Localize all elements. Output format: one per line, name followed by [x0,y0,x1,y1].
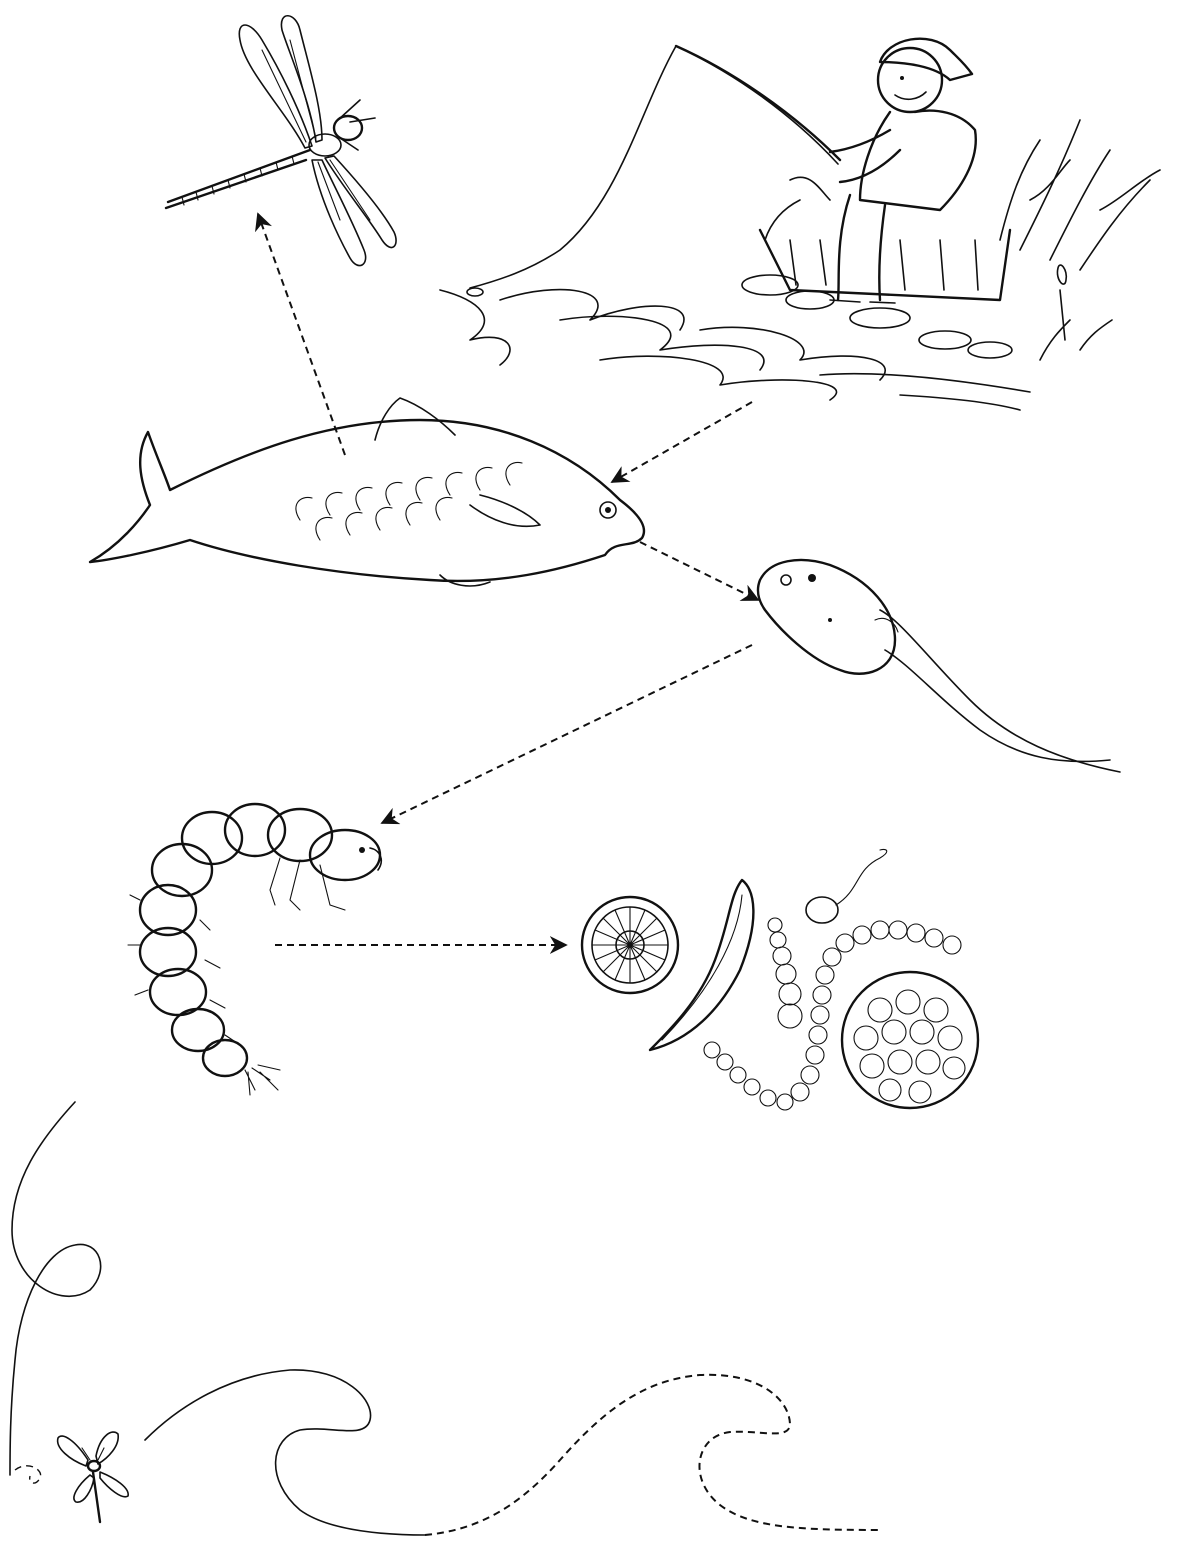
arrow-fish-to-dragonfly [258,214,345,455]
flight-path [10,1102,880,1535]
arrow-fish-to-tadpole [640,542,758,600]
small-dragonfly-icon [58,1432,129,1522]
larva-icon [128,804,381,1095]
dragonfly-icon [166,16,396,266]
arrow-boy-to-fish [612,402,752,482]
fish-icon [90,398,644,586]
arrow-tadpole-to-larva [382,645,752,823]
algae-icon [582,849,978,1110]
boy-fishing-icon [440,39,1160,410]
tadpole-icon [758,560,1120,772]
